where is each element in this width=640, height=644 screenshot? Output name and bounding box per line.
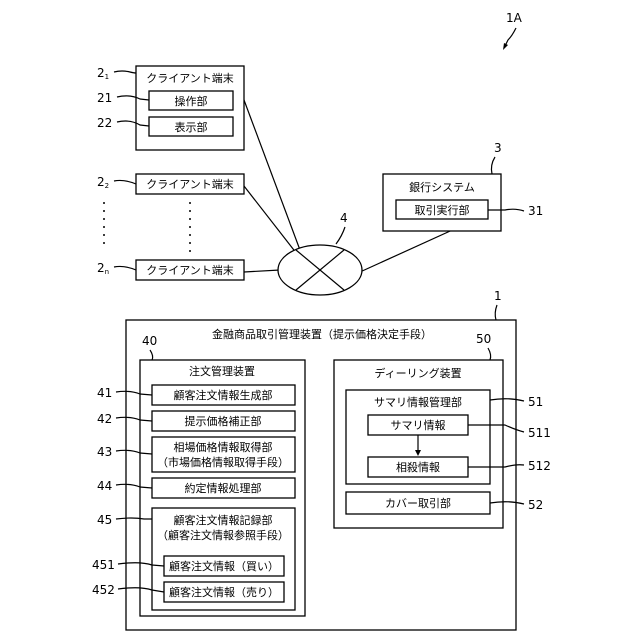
bank-system-title: 銀行システム	[409, 180, 475, 194]
ref-44: 44	[97, 479, 112, 493]
ref-511: 511	[528, 426, 551, 440]
order-info-sell-label: 顧客注文情報（売り）	[169, 585, 279, 599]
dealing-device: ディーリング装置 サマリ情報管理部 サマリ情報 相殺情報 カバー取引部	[334, 360, 503, 528]
dealing-title: ディーリング装置	[374, 366, 461, 380]
ref-22: 22	[97, 116, 112, 130]
client-2-label: クライアント端末	[146, 177, 234, 191]
summary-mgmt-title: サマリ情報管理部	[374, 395, 462, 409]
order-record-subtitle: （顧客注文情報参照手段）	[157, 528, 289, 542]
device-ref: 1	[494, 289, 502, 303]
offset-info-label: 相殺情報	[396, 460, 440, 474]
order-info-buy-label: 顧客注文情報（買い）	[169, 559, 279, 573]
bank-ref: 3	[494, 141, 502, 155]
ref-50: 50	[476, 332, 491, 346]
client-n-label: クライアント端末	[146, 263, 234, 277]
client-terminal-1: クライアント端末 操作部 表示部	[136, 66, 244, 150]
client-terminal-2: クライアント端末	[136, 174, 244, 194]
market-price-acquisition-subtitle: （市場価格情報取得手段）	[157, 455, 289, 469]
price-correction-label: 提示価格補正部	[185, 414, 262, 428]
ref-21: 21	[97, 91, 112, 105]
ref-52: 52	[528, 498, 543, 512]
ref-43: 43	[97, 445, 112, 459]
ref-40: 40	[142, 334, 157, 348]
ellipsis-dots	[103, 202, 191, 252]
ref-31: 31	[528, 204, 543, 218]
ref-512: 512	[528, 459, 551, 473]
operation-unit-label: 操作部	[175, 94, 208, 108]
client-n-ref: 2n	[97, 261, 109, 276]
ref-45: 45	[97, 513, 112, 527]
order-info-generator-label: 顧客注文情報生成部	[174, 388, 273, 402]
network-ref: 4	[340, 211, 348, 225]
ref-451: 451	[92, 558, 115, 572]
order-management-device: 注文管理装置 顧客注文情報生成部 提示価格補正部 相場価格情報取得部 （市場価格…	[140, 360, 305, 616]
client-terminal-n: クライアント端末	[136, 260, 244, 280]
client-2-ref: 22	[97, 175, 109, 190]
ref-452: 452	[92, 583, 115, 597]
cover-trade-label: カバー取引部	[385, 496, 451, 510]
ref-51: 51	[528, 395, 543, 409]
order-record-label: 顧客注文情報記録部	[174, 513, 273, 527]
contract-processing-label: 約定情報処理部	[185, 481, 262, 495]
display-unit-label: 表示部	[175, 120, 208, 134]
device-title: 金融商品取引管理装置（提示価格決定手段）	[212, 327, 432, 341]
figure-id-pointer	[505, 28, 516, 46]
order-management-title: 注文管理装置	[189, 364, 255, 378]
figure-id: 1A	[506, 11, 523, 25]
client-1-ref: 21	[97, 66, 109, 81]
client-1-label: クライアント端末	[146, 71, 234, 85]
trade-execution-label: 取引実行部	[415, 203, 470, 217]
figure-id-arrowhead	[503, 43, 508, 50]
bank-system: 銀行システム 取引実行部	[383, 174, 501, 231]
ref-42: 42	[97, 412, 112, 426]
ref-41: 41	[97, 386, 112, 400]
market-price-acquisition-label: 相場価格情報取得部	[174, 440, 273, 454]
summary-info-label: サマリ情報	[391, 419, 446, 432]
